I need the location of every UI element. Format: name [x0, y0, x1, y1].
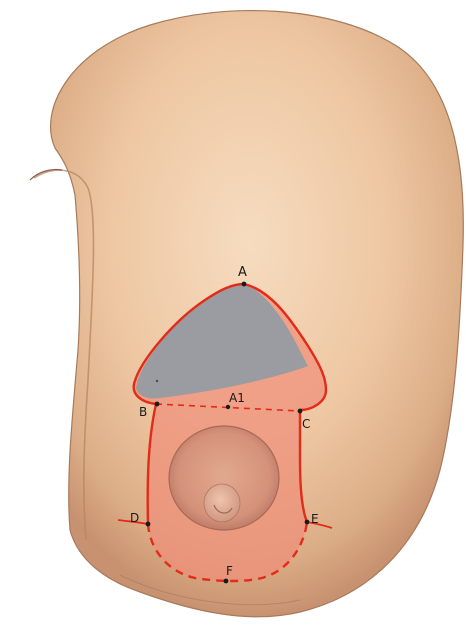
- point-d-marker: [146, 522, 151, 527]
- point-c-marker: [298, 409, 303, 414]
- point-d-label: D: [130, 511, 139, 525]
- point-e-marker: [305, 520, 310, 525]
- nipple: [204, 484, 240, 522]
- point-c-label: C: [302, 417, 310, 431]
- point-f-label: F: [226, 564, 233, 578]
- point-b-marker: [155, 402, 160, 407]
- gray-zone-dot: [156, 380, 158, 382]
- point-b-label: B: [139, 405, 147, 419]
- point-a1-label: A1: [229, 391, 245, 405]
- point-e-label: E: [311, 512, 319, 526]
- point-f-marker: [224, 579, 229, 584]
- point-a1-marker: [226, 405, 230, 409]
- point-a-marker: [242, 282, 247, 287]
- point-a-label: A: [238, 265, 247, 280]
